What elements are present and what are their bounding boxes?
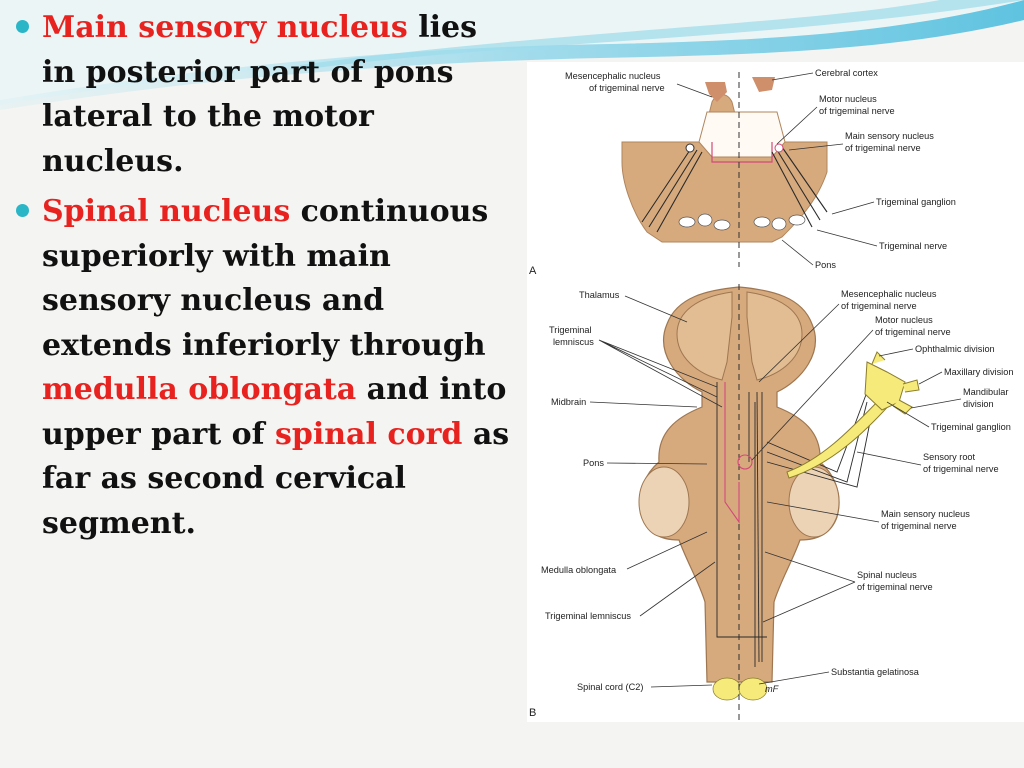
label-trigeminal-ganglion-b: Trigeminal ganglion: [931, 422, 1011, 432]
label-ophthalmic: Ophthalmic division: [915, 344, 995, 354]
bullet-list: Main sensory nucleus lies in posterior p…: [14, 6, 514, 552]
panel-b: B Thalamus Trigeminal lemniscus Midbrain…: [529, 284, 1013, 722]
label-spinal-cord: Spinal cord (C2): [577, 682, 643, 692]
leader-line: [831, 201, 875, 215]
sensory-nucleus-dot: [774, 143, 784, 153]
thalamus-right-shape: [746, 291, 803, 381]
panel-b-letter: B: [529, 707, 536, 719]
leader-line: [766, 501, 880, 523]
label-midbrain: Midbrain: [551, 397, 586, 407]
leader-line: [910, 398, 962, 409]
term-medulla-oblongata: medulla oblongata: [42, 372, 357, 407]
lemniscus-red-line: [724, 382, 740, 524]
bullet-text: and into upper part of: [42, 372, 507, 452]
term-spinal-cord: spinal cord: [274, 416, 463, 452]
leader-line: [918, 371, 943, 385]
anatomy-illustration: A Mesencephalic nucleus of trigeminal ne…: [529, 68, 1013, 722]
bullet-dot-icon: [16, 204, 29, 217]
label-medulla-oblongata: Medulla oblongata: [541, 565, 617, 575]
label-mesencephalic-2: of trigeminal nerve: [589, 83, 665, 93]
label-trigeminal-lemniscus-2: lemniscus: [553, 337, 594, 347]
leader-line: [626, 531, 708, 570]
label-mesencephalic-b-2: of trigeminal nerve: [841, 301, 917, 311]
leader-line: [816, 229, 878, 247]
bullet-text: as far as second cervical segment.: [42, 416, 510, 541]
label-motor-nucleus-b: Motor nucleus: [875, 315, 933, 325]
pontine-nuclei-shapes: [678, 213, 806, 231]
bullet-text: lies in posterior part of pons lateral t…: [42, 10, 477, 179]
bullet-main-sensory: Main sensory nucleus lies in posterior p…: [14, 6, 514, 184]
label-main-sensory-2: of trigeminal nerve: [845, 143, 921, 153]
bullet-spinal-nucleus: Spinal nucleus continuous superiorly wit…: [14, 190, 514, 546]
label-mandibular-2: division: [963, 399, 994, 409]
leader-line: [606, 462, 708, 465]
cerebellar-peduncle-left-shape: [638, 466, 690, 538]
leader-line: [886, 401, 930, 428]
label-spinal-nucleus: Spinal nucleus: [857, 570, 917, 580]
panel-a-fibers: [641, 146, 828, 233]
leader-line: [771, 72, 814, 81]
label-motor-nucleus: Motor nucleus: [819, 94, 877, 104]
label-trigeminal-lemniscus-low: Trigeminal lemniscus: [545, 611, 631, 621]
label-mandibular: Mandibular: [963, 387, 1008, 397]
label-main-sensory: Main sensory nucleus: [845, 131, 934, 141]
panel-a-letter: A: [529, 265, 537, 277]
panel-a: A Mesencephalic nucleus of trigeminal ne…: [529, 68, 956, 277]
label-spinal-nucleus-2: of trigeminal nerve: [857, 582, 933, 592]
term-main-sensory-nucleus: Main sensory nucleus: [42, 10, 408, 45]
illustrator-signature: mF: [765, 684, 780, 694]
leader-line: [639, 561, 716, 617]
label-thalamus: Thalamus: [579, 290, 620, 300]
cortex-shape: [752, 77, 775, 92]
leader-line: [676, 83, 713, 98]
label-motor-nucleus-2: of trigeminal nerve: [819, 106, 895, 116]
label-mesencephalic: Mesencephalic nucleus: [565, 71, 661, 81]
label-trigeminal-lemniscus: Trigeminal: [549, 325, 592, 335]
leader-line: [762, 551, 856, 623]
leader-line: [758, 671, 830, 685]
trigeminal-nuclei-figure: A Mesencephalic nucleus of trigeminal ne…: [527, 62, 1024, 722]
label-trigeminal-nerve: Trigeminal nerve: [879, 241, 947, 251]
label-maxillary: Maxillary division: [944, 367, 1013, 377]
leader-line: [788, 143, 844, 151]
motor-nucleus-circle: [737, 454, 753, 470]
leader-line: [781, 239, 814, 266]
leader-line: [589, 401, 698, 408]
bullet-text: continuous superiorly with main sensory …: [42, 194, 489, 363]
bullet-dot-icon: [16, 20, 29, 33]
motor-nucleus-dot: [685, 143, 695, 153]
label-sensory-root: Sensory root: [923, 452, 976, 462]
thalamus-left-shape: [676, 291, 733, 381]
label-pons: Pons: [815, 260, 836, 270]
cerebellar-peduncle-right-shape: [788, 466, 840, 538]
label-substantia-gelatinosa: Substantia gelatinosa: [831, 667, 920, 677]
leader-line: [751, 329, 874, 461]
label-motor-nucleus-b-2: of trigeminal nerve: [875, 327, 951, 337]
leader-line: [776, 106, 818, 145]
label-sensory-root-2: of trigeminal nerve: [923, 464, 999, 474]
term-spinal-nucleus: Spinal nucleus: [42, 194, 291, 229]
leader-line: [624, 295, 688, 323]
leader-line: [856, 451, 922, 466]
label-mesencephalic-b: Mesencephalic nucleus: [841, 289, 937, 299]
label-main-sensory-b-2: of trigeminal nerve: [881, 521, 957, 531]
ophthalmic-branch-shape: [871, 351, 886, 365]
leader-line: [598, 339, 723, 408]
mandibular-branch-shape: [892, 399, 913, 415]
leader-line: [758, 303, 840, 383]
leader-line: [878, 348, 914, 357]
label-pons-b: Pons: [583, 458, 604, 468]
label-main-sensory-b: Main sensory nucleus: [881, 509, 970, 519]
maxillary-branch-shape: [902, 379, 920, 393]
label-cerebral-cortex: Cerebral cortex: [815, 68, 878, 78]
label-trigeminal-ganglion: Trigeminal ganglion: [876, 197, 956, 207]
leader-line: [650, 684, 713, 688]
cortex-shape: [705, 82, 727, 102]
